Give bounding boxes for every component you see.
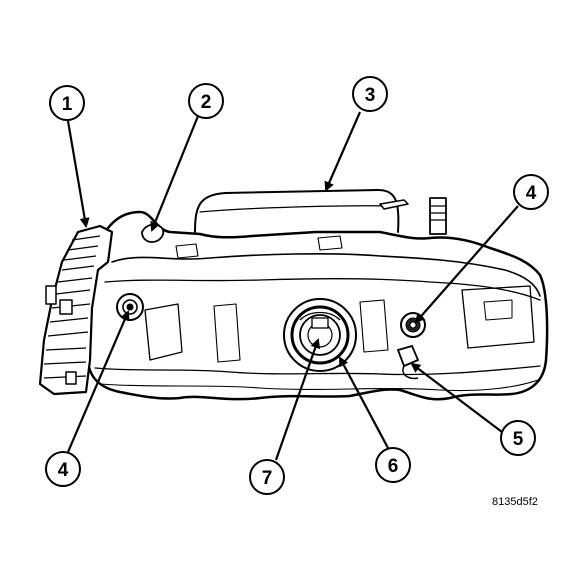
vent-tube: [379, 199, 409, 210]
leader-6: [339, 356, 389, 449]
callout-6-label: 6: [388, 456, 399, 477]
leader-7: [274, 338, 321, 461]
callout-2: 2: [188, 83, 224, 119]
leader-4a: [66, 310, 130, 453]
callout-4-right-label: 4: [526, 183, 537, 204]
callout-3-label: 3: [365, 85, 376, 106]
tank-mid-ridge: [104, 278, 541, 301]
tank-top-hump-edge: [199, 205, 393, 213]
leader-5: [410, 362, 503, 433]
callout-5: 5: [500, 420, 536, 456]
tank-left-panel: [144, 303, 183, 361]
callouts: 1 2 3 4 4 5 6 7: [45, 76, 549, 495]
callout-4-right: 4: [513, 174, 549, 210]
leader-1: [66, 120, 90, 228]
tank-bottom-ridge: [99, 379, 539, 392]
callout-5-label: 5: [513, 429, 524, 450]
tank-right-panel: [461, 285, 535, 349]
tank-strap-assembly: [38, 224, 114, 396]
tank-center-left-panel: [213, 303, 241, 363]
callout-3: 3: [352, 76, 388, 112]
callout-7-label: 7: [262, 468, 273, 489]
tank-top-bumps: [175, 235, 343, 259]
callout-7: 7: [249, 459, 285, 495]
fuel-pump-module: [283, 298, 357, 372]
mounting-bolt-left: [116, 293, 144, 321]
callout-1: 1: [49, 85, 85, 121]
tank-top-ridge: [111, 253, 541, 297]
leader-2: [150, 115, 200, 232]
tank-top-hump: [194, 189, 400, 233]
filler-spout: [429, 197, 447, 235]
fuel-line-connector: [396, 344, 420, 380]
leader-lines: [66, 111, 519, 461]
callout-4-left: 4: [45, 451, 81, 487]
callout-1-label: 1: [62, 94, 73, 115]
leader-3: [324, 111, 362, 192]
figure-id: 8135d5f2: [492, 496, 538, 508]
tank-right-panel-inner: [483, 299, 513, 321]
tank-lower-ridge: [94, 365, 541, 376]
leader-4b: [414, 205, 519, 324]
tank-center-right-panel: [359, 299, 389, 353]
callout-2-label: 2: [201, 92, 212, 113]
callout-6: 6: [375, 447, 411, 483]
callout-4-left-label: 4: [58, 460, 69, 481]
